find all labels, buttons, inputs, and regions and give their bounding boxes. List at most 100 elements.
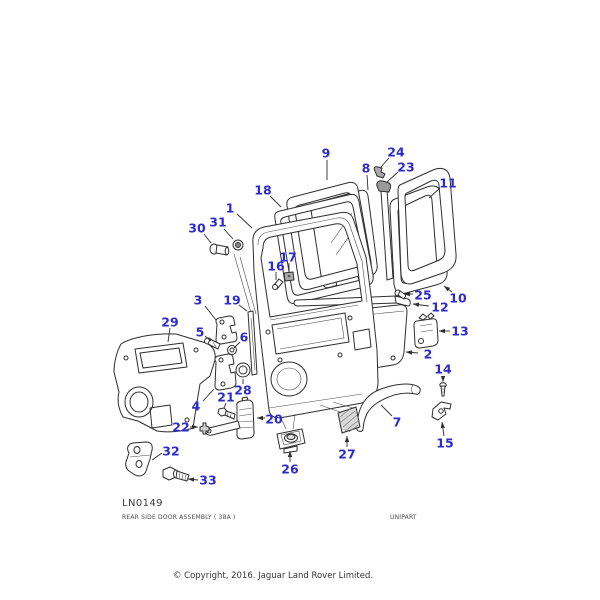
callout-arrowhead	[440, 376, 446, 382]
callout-6: 6	[233, 330, 249, 349]
callout-17: 17	[279, 250, 297, 271]
part-number-link-26[interactable]: 26	[281, 462, 299, 477]
callout-arrowhead	[344, 436, 350, 442]
copyright-text: © Copyright, 2016. Jaguar Land Rover Lim…	[172, 571, 374, 581]
brand-label: UNIPART	[390, 514, 417, 521]
part-number-link-22[interactable]: 22	[172, 420, 189, 435]
part-number-link-10[interactable]: 10	[449, 291, 467, 306]
callout-27: 27	[338, 436, 356, 462]
callout-leader-line	[238, 304, 248, 312]
callout-arrowhead	[188, 477, 195, 482]
callout-26: 26	[281, 451, 299, 477]
callout-5: 5	[196, 325, 212, 342]
part-clip-22	[199, 422, 210, 435]
part-drain-cup	[276, 428, 306, 454]
part-grommet-31	[232, 239, 244, 251]
callout-24: 24	[379, 145, 405, 169]
part-quarter-window-seal	[397, 167, 457, 285]
part-number-link-3[interactable]: 3	[194, 293, 203, 308]
part-number-link-11[interactable]: 11	[439, 176, 456, 191]
part-screw-clip-16	[272, 278, 284, 290]
part-window-channel	[247, 310, 258, 376]
part-number-link-9[interactable]: 9	[322, 146, 331, 161]
part-number-link-18[interactable]: 18	[254, 183, 271, 198]
callout-arrowhead	[257, 415, 263, 421]
diagram-artwork	[113, 166, 457, 482]
part-number-link-21[interactable]: 21	[217, 390, 234, 405]
part-number-link-8[interactable]: 8	[362, 161, 371, 176]
part-upper-hinge	[215, 315, 238, 345]
part-number-link-1[interactable]: 1	[226, 201, 235, 216]
part-number-link-27[interactable]: 27	[338, 447, 355, 462]
part-number-link-16[interactable]: 16	[267, 259, 285, 274]
callout-arrowhead	[439, 328, 445, 334]
part-number-link-2[interactable]: 2	[424, 347, 433, 362]
part-number-link-30[interactable]: 30	[188, 221, 206, 236]
callout-28: 28	[234, 379, 252, 398]
part-glass-run-channel	[376, 180, 394, 281]
part-screw-14	[439, 382, 447, 397]
callout-arrowhead	[192, 424, 198, 430]
part-number-link-7[interactable]: 7	[393, 415, 402, 430]
callout-30: 30	[188, 221, 212, 244]
part-number-link-20[interactable]: 20	[265, 412, 283, 427]
callout-leader-line	[202, 388, 215, 402]
callout-1: 1	[226, 201, 253, 229]
part-number-link-25[interactable]: 25	[414, 288, 431, 303]
part-number-link-31[interactable]: 31	[209, 215, 226, 230]
callout-25: 25	[404, 288, 432, 303]
part-hex-bolt-33	[162, 466, 190, 482]
part-number-link-32[interactable]: 32	[162, 444, 179, 459]
part-insulation-pad	[337, 406, 361, 434]
part-clip-24	[373, 166, 386, 179]
callout-arrowhead	[287, 451, 293, 457]
part-number-link-28[interactable]: 28	[234, 383, 251, 398]
callout-leader-line	[167, 327, 171, 343]
part-number-link-23[interactable]: 23	[397, 160, 414, 175]
part-number-link-17[interactable]: 17	[279, 250, 296, 265]
part-bolt-25	[394, 289, 407, 300]
part-number-link-6[interactable]: 6	[240, 330, 249, 345]
part-number-link-5[interactable]: 5	[196, 325, 205, 340]
part-lower-hinge	[214, 353, 237, 391]
callout-leader-line	[428, 187, 441, 199]
part-number-link-24[interactable]: 24	[387, 145, 405, 160]
part-number-link-4[interactable]: 4	[192, 399, 201, 414]
part-number-link-15[interactable]: 15	[436, 436, 453, 451]
part-door-latch	[413, 312, 439, 349]
callout-arrowhead	[413, 302, 420, 307]
callout-14: 14	[434, 362, 452, 382]
callout-32: 32	[151, 444, 180, 461]
part-number-link-13[interactable]: 13	[451, 324, 468, 339]
callout-13: 13	[439, 324, 469, 339]
part-number-link-19[interactable]: 19	[223, 293, 240, 308]
callout-33: 33	[187, 473, 217, 488]
mounting-indicator-lines	[233, 253, 257, 315]
callout-leader-line	[380, 404, 393, 417]
callout-20: 20	[257, 412, 283, 427]
callout-10: 10	[443, 285, 467, 306]
callout-arrowhead	[440, 422, 446, 429]
part-number-link-29[interactable]: 29	[161, 315, 178, 330]
part-bolt-21	[217, 407, 236, 420]
part-rivet-30	[209, 243, 230, 256]
part-number-link-33[interactable]: 33	[199, 473, 216, 488]
callout-31: 31	[209, 215, 234, 240]
part-number-link-14[interactable]: 14	[434, 362, 452, 377]
callout-22: 22	[172, 420, 198, 435]
callout-arrowhead	[404, 291, 410, 297]
part-number-link-12[interactable]: 12	[431, 300, 448, 315]
part-nut-clip-17	[283, 271, 295, 282]
part-wheel-arch-trim	[356, 383, 421, 432]
part-check-strap	[205, 396, 255, 440]
callout-11: 11	[428, 176, 457, 199]
cup-mount-lines	[279, 413, 296, 430]
callout-arrowhead	[406, 350, 413, 355]
callout-leader-line	[366, 174, 369, 191]
callout-16: 16	[267, 259, 285, 280]
callout-3: 3	[194, 293, 217, 321]
callout-4: 4	[192, 388, 215, 414]
